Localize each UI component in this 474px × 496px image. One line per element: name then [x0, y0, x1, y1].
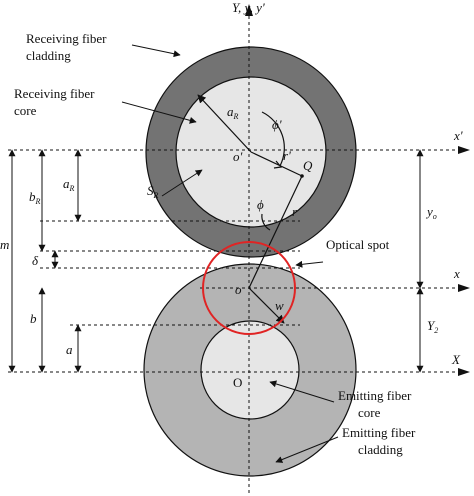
receiving-geometry	[197, 94, 303, 177]
dimension-lines	[8, 149, 424, 373]
symbol-w: w	[275, 298, 284, 313]
X-axis-arrowhead	[458, 368, 470, 376]
vertical-axis-label: Y, y, y'	[232, 0, 265, 15]
segment-r	[248, 175, 303, 289]
symbol-phi-prime: ϕ'	[272, 117, 282, 132]
callout-arrows	[121, 44, 339, 463]
symbol-a-R-dim: aR	[63, 176, 75, 193]
segment-o-prime-Q	[250, 151, 303, 177]
symbol-S-R: SR	[147, 183, 159, 200]
optical-spot-label: Optical spot	[326, 237, 390, 252]
receiving-cladding-label: Receiving fiber cladding	[26, 31, 110, 63]
angle-phi-prime-arc	[261, 111, 285, 167]
symbol-a-R: aR	[227, 104, 239, 121]
x-axis-arrowhead	[458, 284, 470, 292]
phi-prime-arrowhead	[273, 160, 283, 169]
symbol-a: a	[66, 342, 73, 357]
symbol-b-R: bR	[29, 189, 41, 206]
spot-geometry	[248, 175, 303, 324]
radius-w	[248, 287, 285, 324]
symbol-phi: ϕ	[257, 197, 264, 212]
emitting-core-label: Emitting fiber core	[338, 388, 415, 420]
symbol-origin-spot: o	[235, 282, 242, 297]
symbol-r-prime: r'	[283, 148, 291, 163]
symbol-origin-receiving: o'	[233, 149, 243, 164]
x-prime-axis-label: x'	[453, 128, 463, 143]
emitting-cladding-label: Emitting fiber cladding	[342, 425, 419, 457]
radius-a-R	[197, 94, 252, 153]
symbol-Q: Q	[303, 158, 313, 173]
optical-spot-circle	[202, 241, 296, 335]
symbol-origin-emitting: O	[233, 375, 242, 390]
angle-phi-arc	[261, 213, 271, 231]
symbol-Y-2: Y2	[427, 318, 438, 335]
symbol-delta: δ	[32, 253, 39, 268]
symbol-m: m	[0, 237, 9, 252]
vertical-axis-arrowhead	[245, 4, 253, 16]
emitting-fiber-core	[200, 320, 300, 420]
receiving-core-label: Receiving fiber core	[14, 86, 98, 118]
symbol-r: r	[292, 204, 298, 219]
X-axis-label: X	[451, 352, 461, 367]
x-prime-axis-arrowhead	[458, 146, 470, 154]
symbol-y-o: yo	[425, 204, 437, 221]
x-axis-label: x	[453, 266, 460, 281]
symbol-b: b	[30, 311, 37, 326]
point-Q	[300, 174, 304, 178]
